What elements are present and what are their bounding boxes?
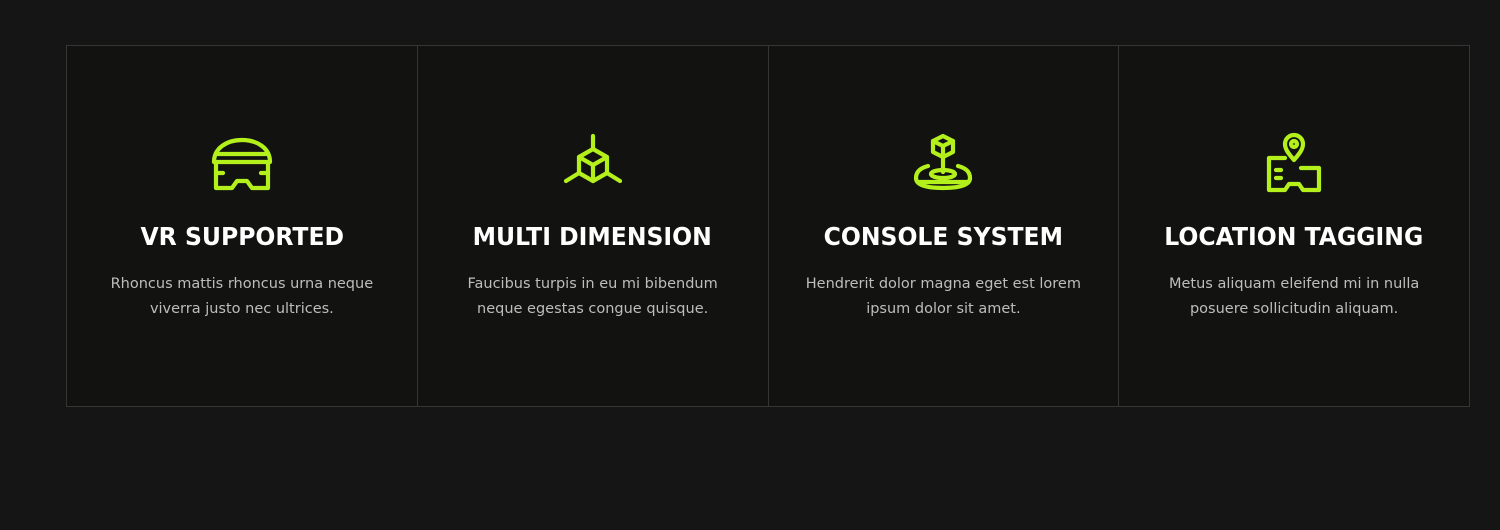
map-pin-icon — [1261, 132, 1327, 198]
feature-title: CONSOLE SYSTEM — [823, 222, 1064, 251]
feature-card-multi-dimension: MULTI DIMENSION Faucibus turpis in eu mi… — [418, 46, 769, 406]
feature-title: VR SUPPORTED — [140, 222, 344, 251]
feature-title: MULTI DIMENSION — [473, 222, 713, 251]
feature-card-location-tagging: LOCATION TAGGING Metus aliquam eleifend … — [1119, 46, 1469, 406]
feature-description: Rhoncus mattis rhoncus urna neque viverr… — [110, 276, 374, 317]
feature-title: LOCATION TAGGING — [1164, 222, 1424, 251]
features-section: VR SUPPORTED Rhoncus mattis rhoncus urna… — [66, 45, 1470, 407]
joystick-icon — [910, 132, 976, 198]
cube-3d-icon — [560, 132, 626, 198]
feature-description: Hendrerit dolor magna eget est lorem ips… — [805, 276, 1081, 317]
vr-headset-icon — [209, 132, 275, 198]
feature-description: Faucibus turpis in eu mi bibendum neque … — [467, 276, 718, 317]
feature-card-console-system: CONSOLE SYSTEM Hendrerit dolor magna ege… — [769, 46, 1120, 406]
feature-card-vr-supported: VR SUPPORTED Rhoncus mattis rhoncus urna… — [67, 46, 418, 406]
feature-description: Metus aliquam eleifend mi in nulla posue… — [1168, 276, 1420, 317]
